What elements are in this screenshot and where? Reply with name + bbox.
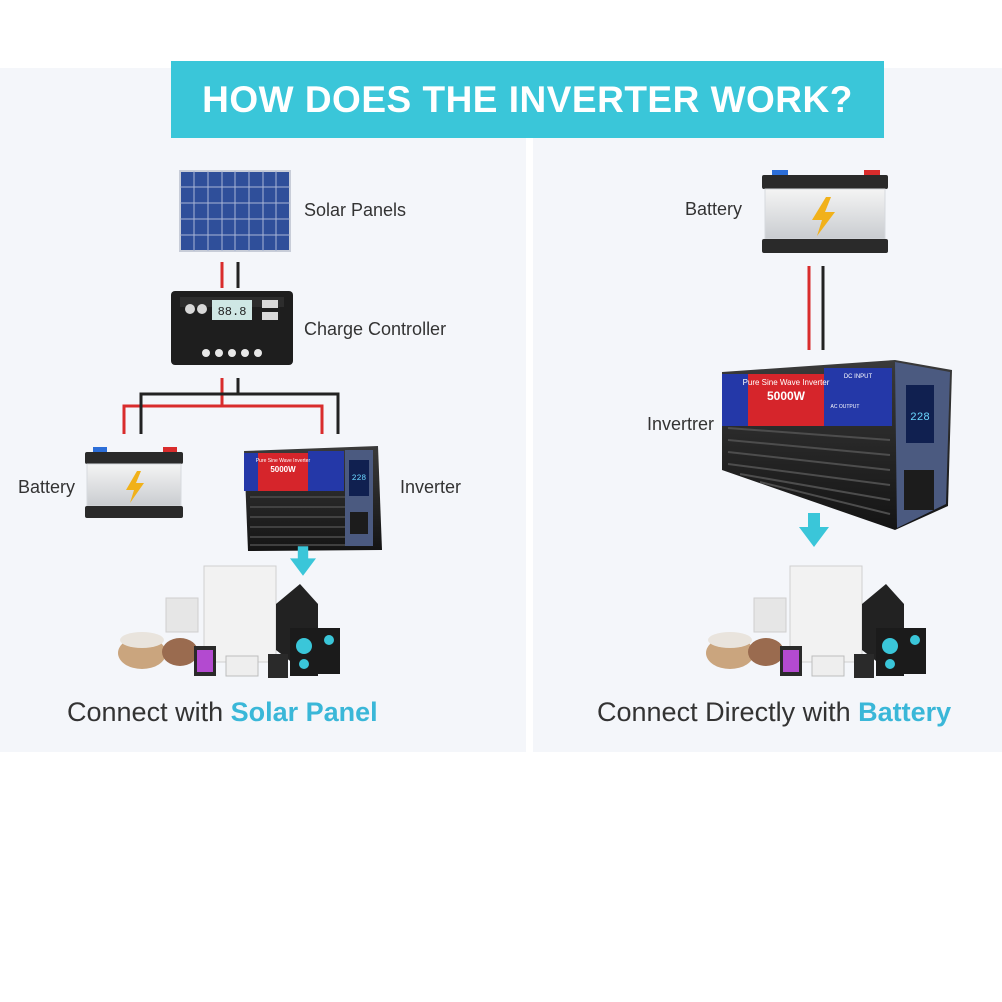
arrow-down-icon bbox=[290, 546, 316, 576]
caption-highlight: Solar Panel bbox=[230, 697, 378, 727]
caption-prefix: Connect Directly with bbox=[597, 697, 851, 727]
appliances-icon bbox=[118, 565, 340, 678]
solar-panels-label: Solar Panels bbox=[304, 200, 407, 220]
inverter-label: Inverter bbox=[400, 477, 462, 497]
inverter-dc-input-text: DC INPUT bbox=[844, 374, 873, 380]
appliances-icon bbox=[706, 565, 926, 678]
battery-label: Battery bbox=[18, 477, 76, 497]
inverter-display: 228 bbox=[910, 412, 930, 424]
controller-display: 88.8 bbox=[218, 305, 247, 319]
charge-controller-icon: 88.8 bbox=[171, 291, 293, 365]
inverter-icon: 228 Pure Sine Wave Inverter 5000W bbox=[244, 446, 382, 551]
page-title: HOW DOES THE INVERTER WORK? bbox=[171, 61, 884, 138]
solar-panel-icon bbox=[179, 170, 291, 252]
right-caption: Connect Directly with Battery bbox=[597, 697, 951, 728]
inverter-model-text: Pure Sine Wave Inverter bbox=[743, 378, 830, 387]
charge-controller-label: Charge Controller bbox=[304, 319, 447, 339]
inverter-display: 228 bbox=[352, 474, 367, 483]
caption-highlight: Battery bbox=[858, 697, 952, 727]
inverter-icon: 228 Pure Sine Wave Inverter 5000W DC INP… bbox=[722, 360, 952, 530]
inverter-ac-output-text: AC OUTPUT bbox=[831, 404, 860, 410]
battery-label: Battery bbox=[685, 199, 743, 219]
caption-prefix: Connect with bbox=[67, 697, 224, 727]
inverter-model-text: Pure Sine Wave Inverter bbox=[256, 458, 311, 464]
battery-icon bbox=[762, 170, 888, 253]
inverter-power-text: 5000W bbox=[767, 389, 806, 403]
inverter-power-text: 5000W bbox=[270, 465, 296, 474]
inverter-label: Invertrer bbox=[647, 414, 715, 434]
battery-icon bbox=[85, 447, 183, 518]
arrow-down-icon bbox=[799, 513, 829, 547]
left-caption: Connect with Solar Panel bbox=[67, 697, 378, 728]
wiring-bus bbox=[122, 378, 340, 434]
